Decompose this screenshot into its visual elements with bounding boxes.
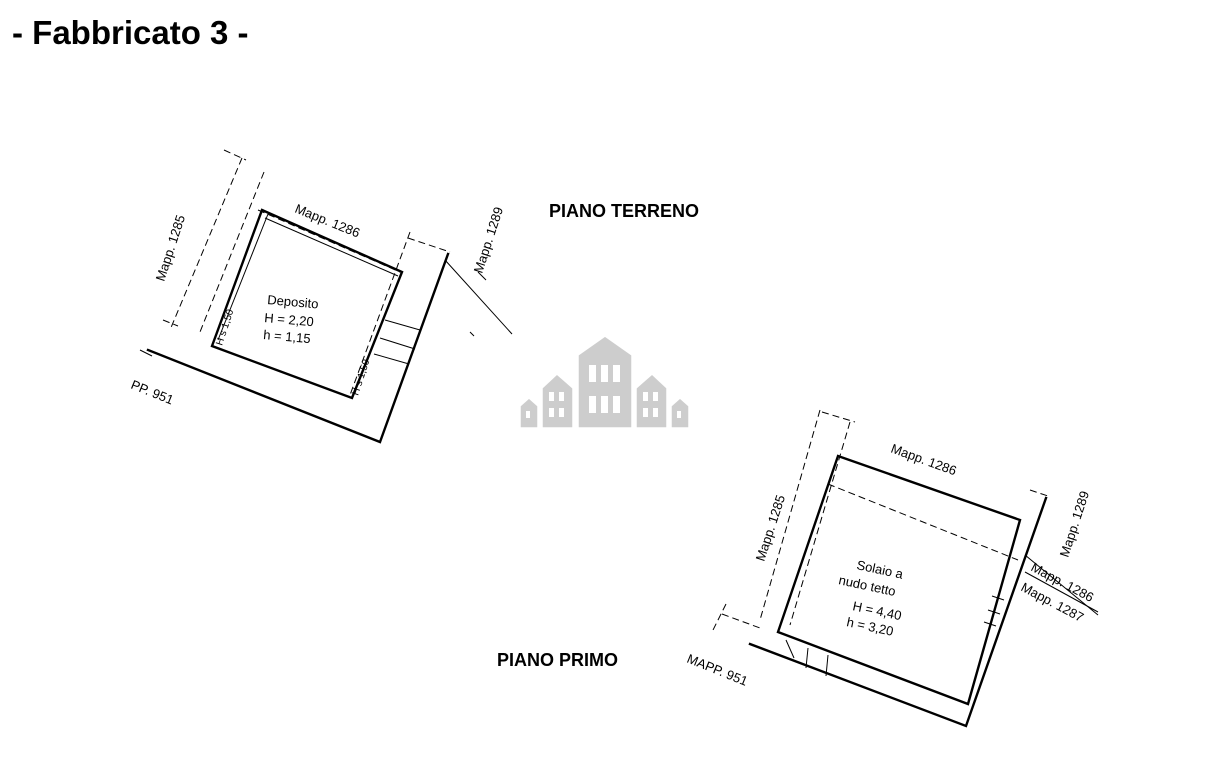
mapp-label-bottom: MAPP. 951 xyxy=(685,651,750,689)
boundary-dash xyxy=(349,231,411,396)
window-line xyxy=(991,595,1005,601)
wall-line xyxy=(264,217,399,277)
mapp-label-top: Mapp. 1286 xyxy=(889,441,959,479)
boundary-dash xyxy=(821,411,856,423)
room-walls xyxy=(776,454,1022,706)
outer-wall xyxy=(748,496,1048,728)
room-name: Deposito xyxy=(267,292,319,311)
mapp-label-right: Mapp. 1289 xyxy=(1057,489,1092,559)
wall-line xyxy=(217,213,269,341)
boundary-dash xyxy=(257,209,401,273)
door-line xyxy=(805,647,809,669)
boundary-line xyxy=(1024,571,1099,613)
first-floor-label: PIANO PRIMO xyxy=(497,650,618,670)
boundary-tick xyxy=(469,331,475,337)
buildings-watermark-icon xyxy=(519,335,690,429)
window-line xyxy=(983,621,997,627)
boundary-tick xyxy=(477,271,487,281)
door-line xyxy=(825,654,829,677)
ground-floor-label: PIANO TERRENO xyxy=(549,201,699,221)
room-height-H: H = 2,20 xyxy=(264,310,315,329)
door-line xyxy=(373,353,410,365)
boundary-dash xyxy=(162,319,179,327)
room-walls xyxy=(210,208,404,400)
boundary-dash xyxy=(789,421,851,626)
door-line xyxy=(384,319,421,331)
boundary-dash xyxy=(199,171,265,333)
boundary-dash xyxy=(169,157,243,331)
mapp-label-bottom: PP. 951 xyxy=(129,377,176,408)
outer-wall xyxy=(146,252,450,444)
door-line xyxy=(379,337,416,350)
boundary-line xyxy=(444,259,513,335)
mapp-label-right: Mapp. 1289 xyxy=(471,205,506,275)
boundary-dash xyxy=(223,149,247,161)
boundary-dash xyxy=(407,237,451,253)
boundary-dash xyxy=(827,483,1019,561)
boundary-dash xyxy=(721,613,761,629)
hs-label-right: H s 1,50 xyxy=(350,358,372,397)
boundary-dash xyxy=(1029,489,1049,497)
room-height-h: h = 1,15 xyxy=(263,327,311,346)
boundary-tick xyxy=(139,349,153,357)
mapp-label-left: Mapp. 1285 xyxy=(753,493,788,563)
window-line xyxy=(987,609,1001,615)
door-line xyxy=(785,639,795,659)
boundary-dash xyxy=(711,603,727,633)
boundary-dash xyxy=(759,409,821,621)
first-floor-plan: PIANO PRIMO Solaio a nudo tetto H = 4,40… xyxy=(497,409,1099,728)
mapp-label-left: Mapp. 1285 xyxy=(153,213,188,283)
page-title: - Fabbricato 3 - xyxy=(12,14,249,51)
